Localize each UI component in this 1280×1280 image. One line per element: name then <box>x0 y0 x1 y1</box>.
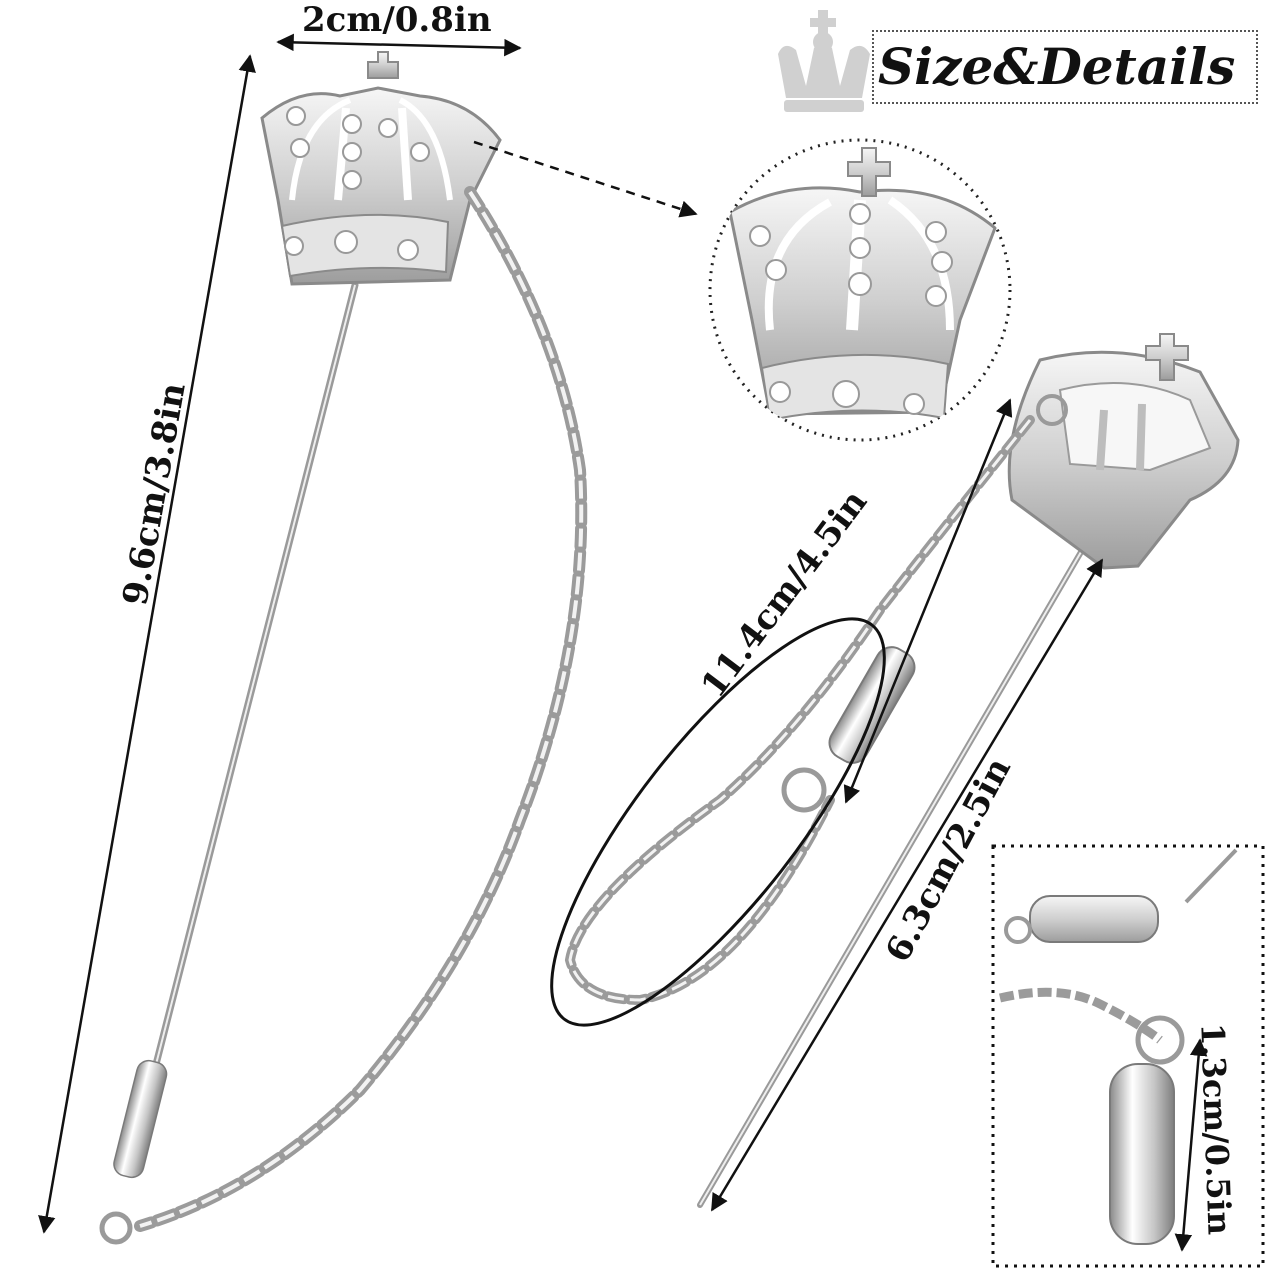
main-crown-head <box>260 51 502 286</box>
header-frame <box>872 30 1258 104</box>
clutch-detail-box <box>991 844 1265 1268</box>
main-stick-pin <box>99 281 359 1245</box>
clutch-tube <box>828 646 916 764</box>
crown-detail-zoom <box>708 138 1012 442</box>
page-title: Size&Details <box>878 37 1236 96</box>
crown-icon <box>778 10 870 112</box>
crown-width-label: 2cm/0.8in <box>302 0 492 40</box>
main-chain <box>134 186 588 1232</box>
clutch-length-label: 1.3cm/0.5in <box>1193 1022 1239 1236</box>
